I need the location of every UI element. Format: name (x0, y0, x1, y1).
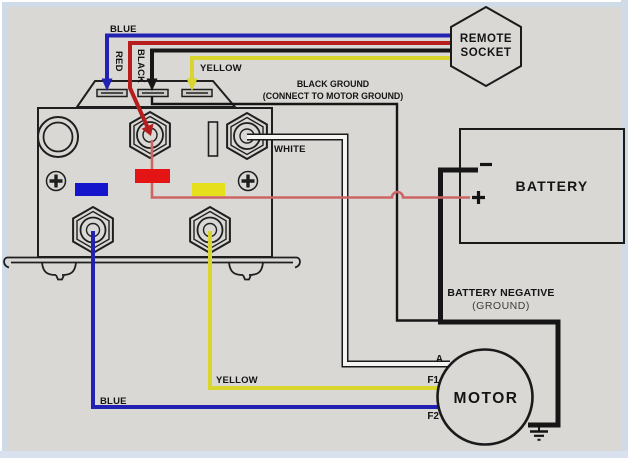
yellow-color-mark (192, 183, 225, 196)
border-left-outer (0, 0, 2, 458)
wire-slot-2 (137, 88, 169, 98)
black-wire-arrowhead (146, 78, 158, 91)
battery-negative-label-line1: BATTERY NEGATIVE (447, 287, 554, 299)
blue-wire-bottom (91, 231, 438, 409)
remote-socket-label-line2: SOCKET (461, 47, 512, 59)
battery-plus-symbol (472, 191, 485, 204)
blue-wire-label-bottom: BLUE (100, 396, 127, 407)
screw-left (45, 170, 67, 192)
black-wire-label: BLACK (135, 49, 146, 83)
blue-wire-top (105, 33, 452, 80)
motor: MOTOR (436, 348, 534, 446)
motor-circle (436, 348, 534, 446)
motor-terminal-a-label: A (436, 354, 443, 365)
mounting-bracket (3, 256, 301, 281)
border-top-outer (0, 0, 628, 2)
red-feed-wire (150, 140, 470, 199)
wire-slot-1 (96, 88, 128, 98)
yellow-wire-arrowhead (186, 78, 198, 91)
solenoid-unit (3, 80, 301, 281)
battery-negative-wire (438, 167, 561, 428)
solenoid-round-boss (37, 116, 79, 158)
battery-negative-label-line2: (GROUND) (472, 300, 530, 312)
border-left-inner (2, 7, 7, 458)
solenoid-vertical-slot (207, 121, 219, 157)
blue-wire-label-top: BLUE (110, 24, 137, 35)
remote-socket-hexagon (450, 5, 522, 88)
border-top-inner (0, 2, 628, 7)
solenoid-terminal-middle (129, 110, 171, 160)
blue-wire-arrowhead (101, 78, 113, 91)
motor-label: MOTOR (454, 390, 519, 407)
battery-label: BATTERY (516, 178, 589, 194)
red-wire-top (128, 41, 452, 131)
yellow-wire-top (190, 56, 452, 80)
ground-symbol (530, 425, 548, 441)
remote-socket-label-line1: REMOTE (460, 33, 512, 45)
yellow-wire-bottom (208, 231, 438, 390)
wire-slot-3 (181, 88, 213, 98)
black-wire-top (150, 48, 452, 80)
black-ground-wire (150, 96, 441, 322)
border-bottom-inner (0, 451, 628, 458)
white-wire (247, 133, 450, 368)
yellow-wire-label-bottom: YELLOW (216, 375, 258, 386)
battery-box (459, 128, 625, 244)
red-wire-arrowhead (141, 123, 154, 136)
motor-terminal-f1-label: F1 (427, 375, 439, 386)
red-color-mark (135, 169, 170, 183)
red-wire-label: RED (113, 51, 124, 72)
ground-note-line2: (CONNECT TO MOTOR GROUND) (263, 91, 403, 101)
motor-terminal-f2-label: F2 (427, 411, 439, 422)
battery: BATTERY (459, 128, 625, 244)
white-wire-label: WHITE (274, 144, 306, 155)
blue-color-mark (75, 183, 108, 196)
remote-socket-wires (101, 33, 452, 136)
yellow-wire-label-top: YELLOW (200, 63, 242, 74)
screw-right (237, 170, 259, 192)
ground-note-line1: BLACK GROUND (297, 79, 369, 89)
remote-socket: REMOTE SOCKET (450, 5, 522, 88)
